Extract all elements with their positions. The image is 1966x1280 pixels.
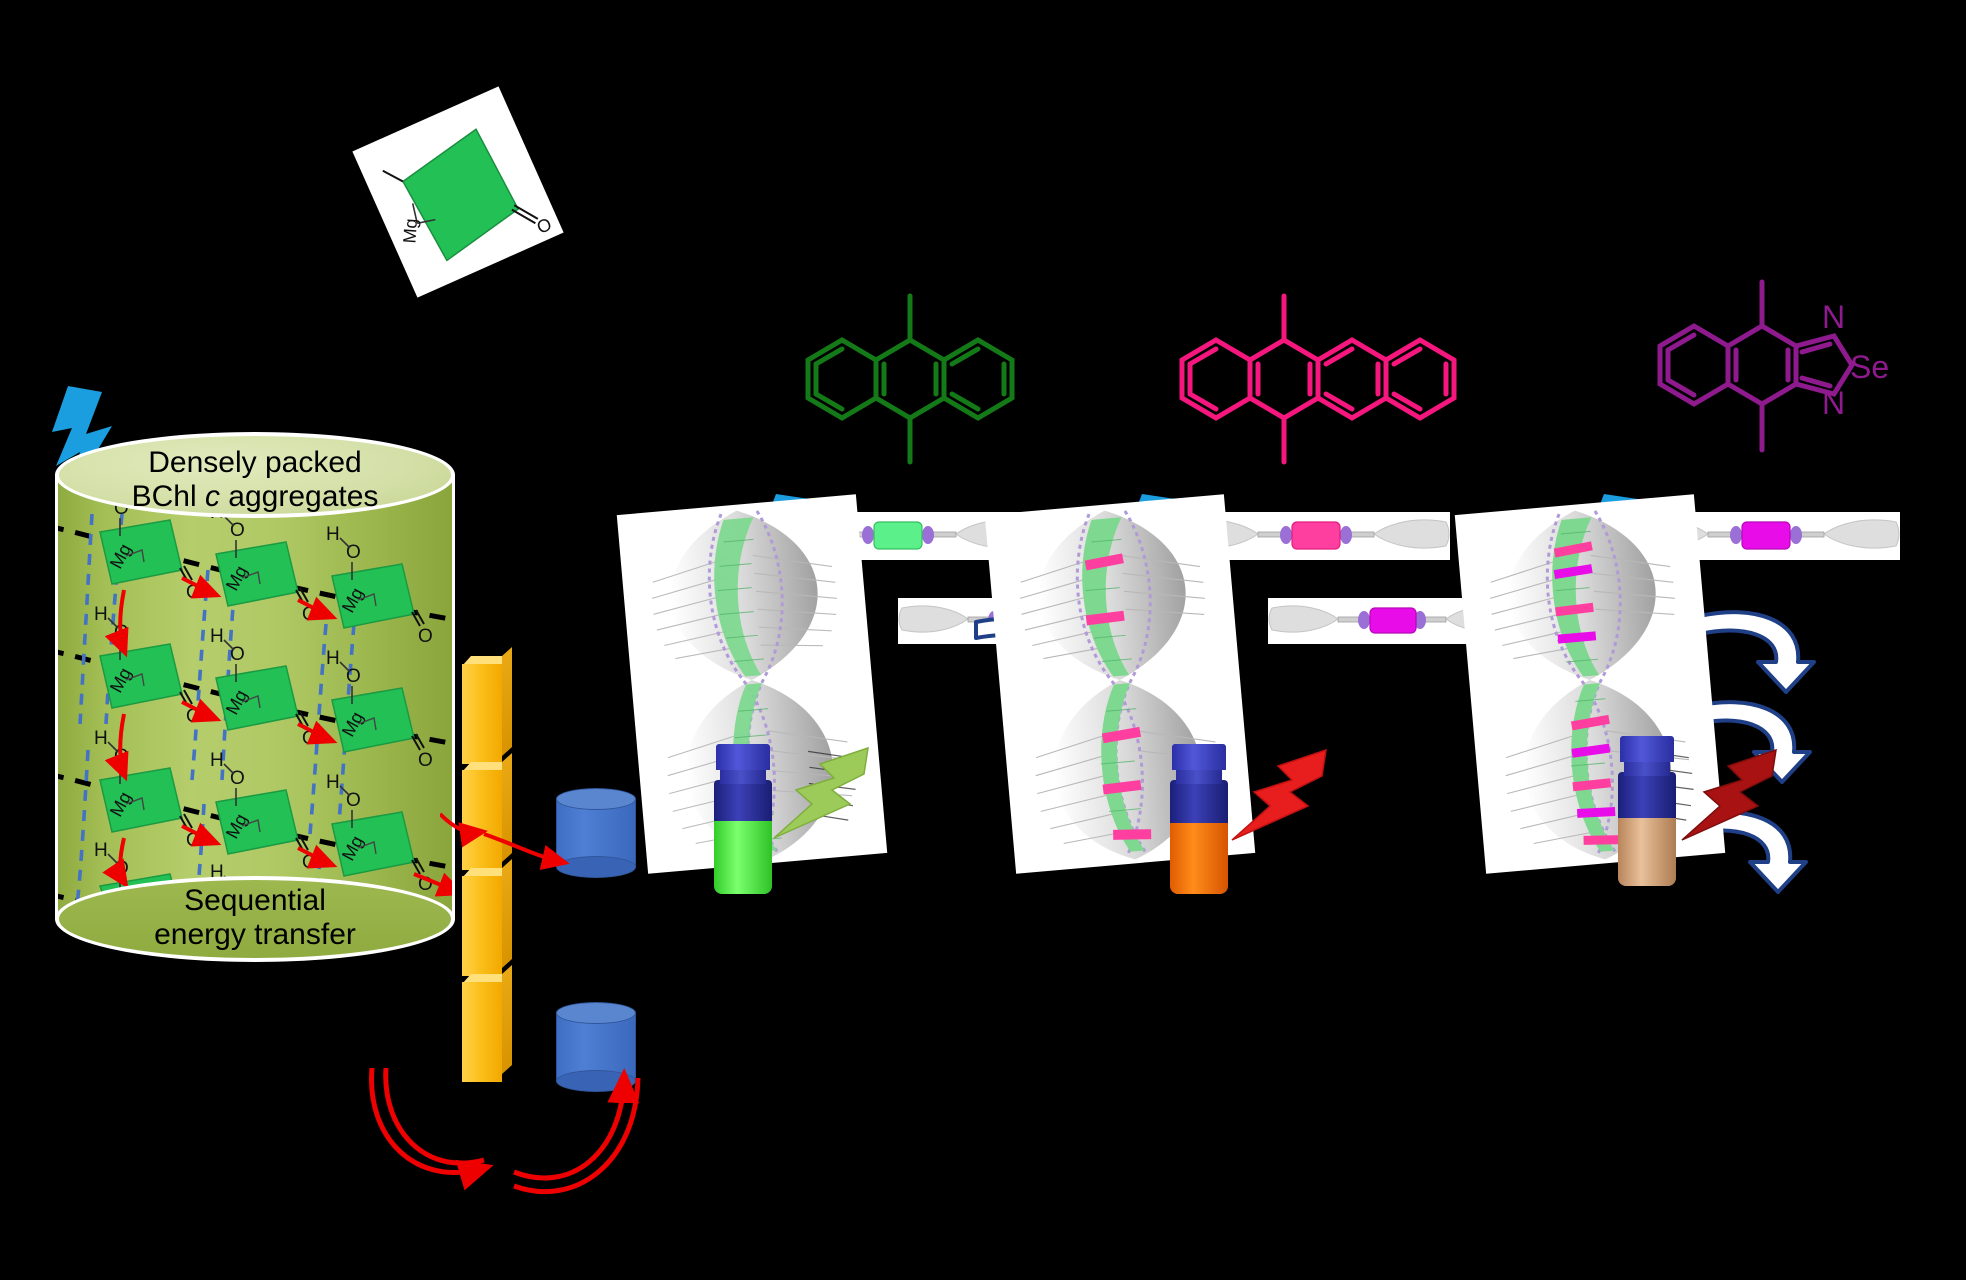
assembly-arrow-4 xyxy=(1690,810,1808,894)
vial-green-emission xyxy=(712,744,774,894)
cylinder-top-cap xyxy=(55,432,455,518)
vial-body xyxy=(714,780,772,894)
molecule-tetracene xyxy=(1179,293,1457,465)
cylinder-bottom-cap xyxy=(55,876,455,962)
svg-text:H: H xyxy=(326,648,340,669)
vial-body xyxy=(1170,780,1228,894)
assembly-arrow-3 xyxy=(1694,700,1812,784)
energy-recycle-arrows xyxy=(369,1068,641,1195)
vial-liquid-tan xyxy=(1618,817,1676,886)
bchl-monomer-structure: Mg O xyxy=(382,128,555,262)
atom-label-n-top: N xyxy=(1822,299,1845,335)
emission-bolt-red xyxy=(1231,748,1327,841)
svg-text:H: H xyxy=(326,772,340,793)
energy-transfer-arrows xyxy=(440,812,570,870)
vial-cap xyxy=(1172,744,1226,770)
vial-liquid-orange xyxy=(1170,823,1228,894)
bchl-aggregate-lattice: HO HO HO HO HO HO HO HO HO HO HO xyxy=(58,480,452,920)
bchl-monomer-card: Mg O xyxy=(352,86,564,298)
vial-cap xyxy=(1620,736,1674,762)
svg-text:O: O xyxy=(418,750,433,771)
atom-label-n-bottom: N xyxy=(1822,385,1845,421)
svg-text:O: O xyxy=(534,214,555,238)
baseplate-block-2 xyxy=(462,752,512,870)
svg-text:H: H xyxy=(210,626,224,647)
svg-text:H: H xyxy=(94,840,108,861)
chlorosome-cylinder: HO HO HO HO HO HO HO HO HO HO HO xyxy=(55,432,455,962)
svg-text:O: O xyxy=(418,626,433,647)
emission-bolt-dark-red xyxy=(1681,748,1777,841)
vial-neck xyxy=(1176,768,1222,784)
baseplate-block-1 xyxy=(462,646,512,764)
vial-neck xyxy=(720,768,766,784)
svg-text:H: H xyxy=(326,524,340,545)
svg-text:H: H xyxy=(210,750,224,771)
molecule-anthracene xyxy=(805,293,1015,465)
atom-label-se: Se xyxy=(1850,349,1889,385)
molecule-naphthoselenadiazole: N Se N xyxy=(1657,279,1889,453)
svg-text:H: H xyxy=(94,604,108,625)
svg-text:H: H xyxy=(94,728,108,749)
vial-liquid-green xyxy=(714,821,772,894)
vial-cap xyxy=(716,744,770,770)
cylinder-body: HO HO HO HO HO HO HO HO HO HO HO xyxy=(55,474,455,920)
vial-neck xyxy=(1624,760,1670,776)
excitation-bolt-chlorosome xyxy=(52,386,112,506)
vial-tan-emission xyxy=(1616,736,1678,886)
baseplate-block-3 xyxy=(462,858,512,976)
svg-text:Mg: Mg xyxy=(399,218,421,244)
vial-orange-emission xyxy=(1168,744,1230,894)
vial-body xyxy=(1618,772,1676,886)
emission-bolt-green xyxy=(773,746,869,839)
baseplate-block-4 xyxy=(462,964,512,1082)
helix-green-pink xyxy=(1020,510,1224,860)
assembly-arrow-2 xyxy=(1698,610,1816,694)
